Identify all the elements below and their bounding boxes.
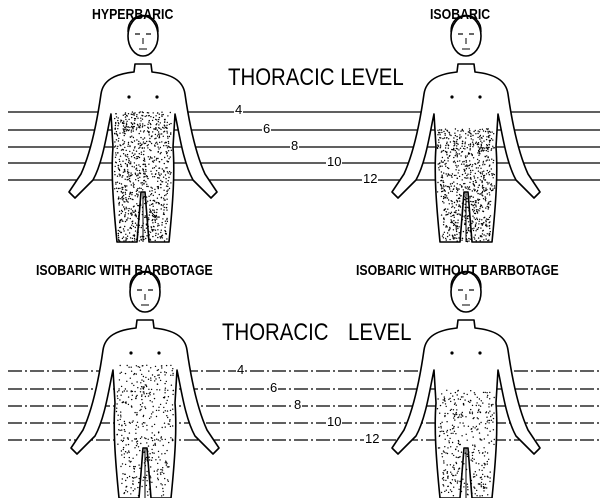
level-label-bottom-10: 10 xyxy=(326,415,342,428)
thoracic-level-heading-bottom-word2: LEVEL xyxy=(348,319,412,347)
figure-isobaric-without-barbotage-nipple-left xyxy=(450,351,453,354)
level-label-bottom-12: 12 xyxy=(364,432,380,445)
level-label-top-4: 4 xyxy=(234,103,243,116)
level-label-top-8: 8 xyxy=(290,139,299,152)
thoracic-level-heading-bottom-word1: THORACIC xyxy=(222,319,329,347)
figure-hyperbaric-nipple-left xyxy=(127,95,130,98)
thoracic-level-heading-top: THORACIC LEVEL xyxy=(228,64,404,92)
level-label-top-6: 6 xyxy=(262,122,271,135)
panel-title-isobaric-with-barbotage: ISOBARIC WITH BARBOTAGE xyxy=(36,262,213,279)
figure-isobaric-without-barbotage-nipple-right xyxy=(478,351,481,354)
figure-isobaric-with-barbotage xyxy=(71,272,219,498)
figure-isobaric-nipple-left xyxy=(450,95,453,98)
level-label-bottom-8: 8 xyxy=(293,398,302,411)
figure-hyperbaric xyxy=(69,16,217,243)
figure-isobaric-with-barbotage-nipple-right xyxy=(157,351,160,354)
figure-hyperbaric-nipple-right xyxy=(155,95,158,98)
panel-title-hyperbaric: HYPERBARIC xyxy=(92,6,173,23)
figure-isobaric xyxy=(392,16,540,243)
level-label-bottom-6: 6 xyxy=(269,381,278,394)
level-label-top-12: 12 xyxy=(362,172,378,185)
figure-isobaric-without-barbotage xyxy=(392,272,540,498)
level-label-bottom-4: 4 xyxy=(236,363,245,376)
figure-isobaric-nipple-right xyxy=(478,95,481,98)
level-label-top-10: 10 xyxy=(326,155,342,168)
panel-title-isobaric-without-barbotage: ISOBARIC WITHOUT BARBOTAGE xyxy=(356,262,559,279)
panel-title-isobaric: ISOBARIC xyxy=(430,6,490,23)
figure-isobaric-with-barbotage-nipple-left xyxy=(129,351,132,354)
